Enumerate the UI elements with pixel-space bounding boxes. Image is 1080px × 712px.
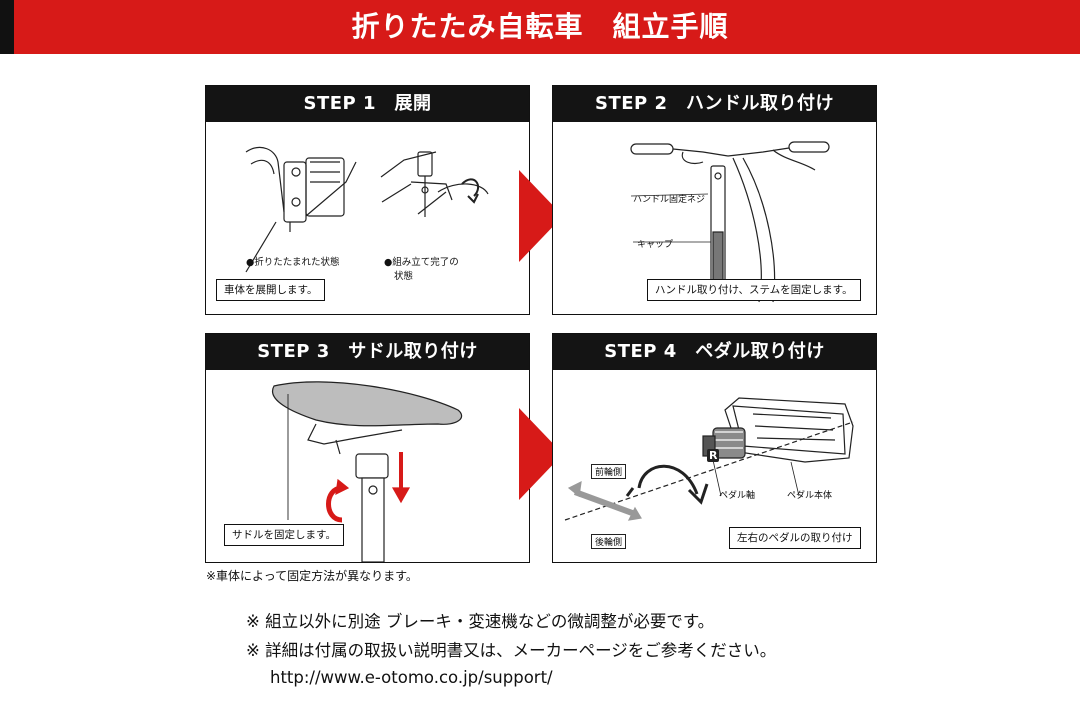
step-4-label-rear: 後輪側 [591, 534, 627, 549]
step-1-label-assembled-2: 状態 [394, 271, 414, 282]
step-4-title: STEP 4 ペダル取り付け [553, 334, 876, 370]
step-4-label-body: ペダル本体 [787, 491, 833, 501]
step-1-illustration [245, 147, 489, 273]
step-2-panel: STEP 2 ハンドル取り付け ハンドル固定ネジ キャップ ハンドル取り付け、ス… [552, 85, 877, 315]
step-3-panel: STEP 3 サドル取り付け サドルを固定します。 [205, 333, 530, 563]
step-1-caption: 車体を展開します。 [216, 279, 326, 301]
step-1-label-folded: ●折りたたまれた状態 [246, 257, 340, 268]
note-1: ※ 組立以外に別途 ブレーキ・変速機などの微調整が必要です。 [246, 612, 715, 631]
step-4-label-r: R [707, 449, 720, 462]
step-4-panel: STEP 4 ペダル取り付け 前輪側 後輪側 ペダル軸 ペダル本体 R 左右のペ… [552, 333, 877, 563]
next-step-arrow-icon-2 [519, 408, 563, 500]
step-2-illustration [630, 141, 830, 303]
note-2: ※ 詳細は付属の取扱い説明書又は、メーカーページをご参考ください。 [246, 641, 777, 660]
step-4-caption: 左右のペダルの取り付け [729, 527, 861, 549]
step-4-label-axle: ペダル軸 [719, 491, 756, 501]
step-3-illustration [271, 381, 463, 562]
support-url-link[interactable]: http://www.e-otomo.co.jp/support/ [270, 668, 553, 687]
step-4-label-front: 前輪側 [591, 464, 627, 479]
page-header: 折りたたみ自転車 組立手順 [0, 0, 1080, 54]
step-3-title: STEP 3 サドル取り付け [206, 334, 529, 370]
small-note: ※車体によって固定方法が異なります。 [206, 569, 418, 583]
step-2-caption: ハンドル取り付け、ステムを固定します。 [647, 279, 861, 301]
step-2-title: STEP 2 ハンドル取り付け [553, 86, 876, 122]
step-4-illustration [564, 397, 854, 521]
step-1-title: STEP 1 展開 [206, 86, 529, 122]
step-1-label-assembled: ●組み立て完了の [384, 257, 459, 268]
next-step-arrow-icon [519, 170, 563, 262]
page-title: 折りたたみ自転車 組立手順 [351, 10, 729, 43]
step-3-caption: サドルを固定します。 [224, 524, 344, 546]
header-accent-bar [0, 0, 14, 54]
step-2-label-screw: ハンドル固定ネジ [633, 195, 706, 205]
step-1-panel: STEP 1 展開 ●折りたたまれた状態 ●組み立て完了の 状態 車体を展開しま… [205, 85, 530, 315]
step-2-label-cap: キャップ [637, 240, 674, 250]
